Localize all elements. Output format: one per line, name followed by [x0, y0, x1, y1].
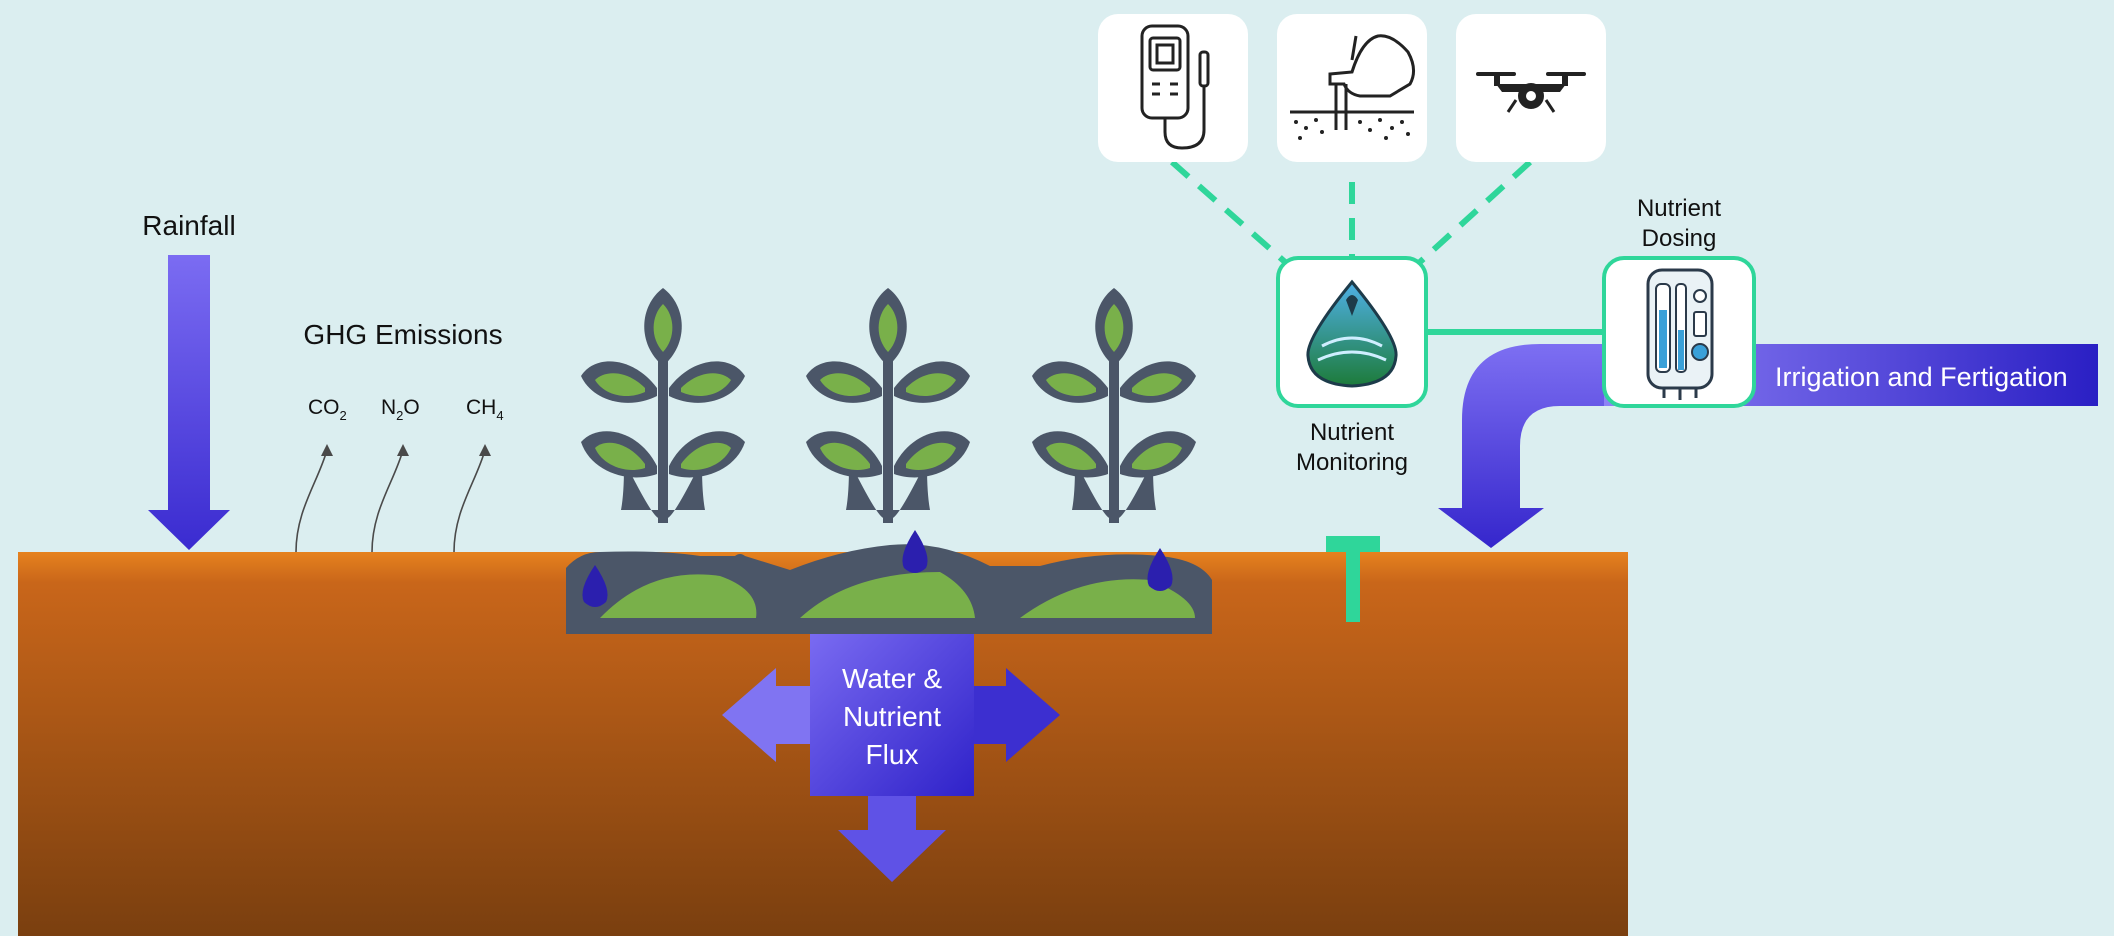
gas-n2o-tail: O	[403, 396, 419, 419]
emission-arrows	[295, 449, 486, 553]
soil-probe-hand-icon	[1290, 34, 1415, 130]
handheld-meter-icon	[1140, 24, 1210, 150]
water-drop-icon	[582, 565, 608, 607]
soil-sensor-t-icon	[1326, 536, 1380, 622]
gas-ch4-label: CH4	[466, 396, 504, 423]
gas-n2o-label: N2O	[381, 396, 420, 423]
device-card-handheld	[1098, 14, 1248, 162]
gas-ch4-base: CH	[466, 396, 496, 419]
gas-n2o-base: N	[381, 396, 396, 419]
monitoring-label-line2: Monitoring	[1296, 449, 1408, 476]
flux-label-line2: Nutrient	[843, 701, 941, 732]
rainfall-arrow	[148, 255, 230, 550]
emission-arrow-ch4	[453, 449, 486, 553]
gas-co2-sub: 2	[340, 408, 347, 423]
dosing-unit-icon	[1646, 268, 1714, 400]
rainfall-label: Rainfall	[142, 210, 235, 241]
emission-arrow-n2o	[371, 449, 404, 553]
gas-ch4-sub: 4	[496, 408, 503, 423]
dosing-label-line2: Dosing	[1642, 225, 1717, 252]
dosing-label-line1: Nutrient	[1637, 195, 1721, 222]
ghg-emissions-label: GHG Emissions	[303, 319, 502, 350]
water-drop-icon	[1306, 279, 1398, 388]
emission-arrow-co2	[295, 449, 328, 553]
device-connectors	[1170, 159, 1533, 265]
monitoring-label-line1: Nutrient	[1310, 419, 1394, 446]
irrigation-down-arrow	[1438, 344, 1604, 548]
flux-arrows	[722, 628, 1060, 882]
device-card-drone	[1456, 14, 1606, 162]
gas-co2-base: CO	[308, 396, 340, 419]
water-drop-icon	[902, 530, 928, 573]
gas-co2-label: CO2	[308, 396, 347, 423]
flux-label-line3: Flux	[866, 739, 919, 770]
irrigation-label: Irrigation and Fertigation	[1775, 362, 2068, 392]
device-card-soil-probe	[1277, 14, 1427, 162]
water-drop-icon	[1147, 548, 1173, 591]
water-drops	[582, 530, 1173, 607]
flux-label-line1: Water &	[842, 663, 942, 694]
drone-icon	[1476, 72, 1586, 113]
gas-n2o-sub: 2	[396, 408, 403, 423]
